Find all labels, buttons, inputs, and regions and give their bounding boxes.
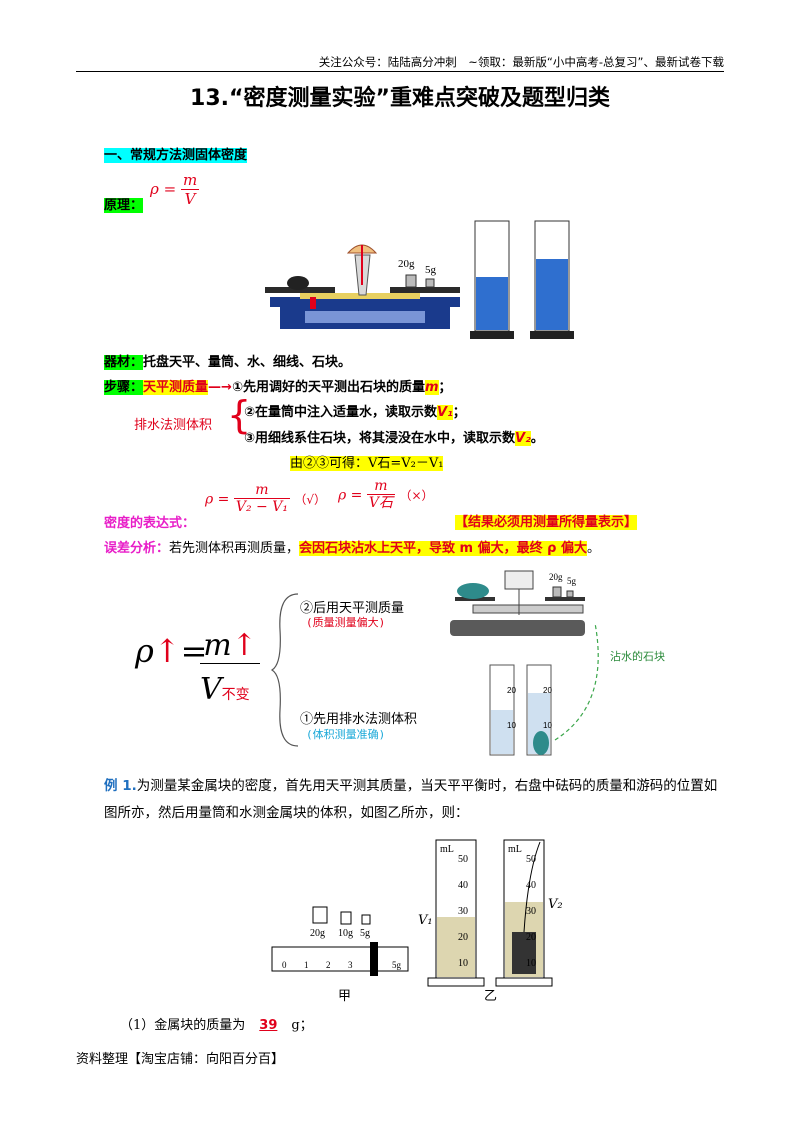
- cylinder-tick-label: 10: [526, 958, 536, 969]
- cylinder-tick-label: 30: [526, 906, 536, 917]
- cylinder-2-illustration: [530, 220, 574, 339]
- analysis-denominator: V不变: [200, 672, 250, 707]
- weight-label-20g: 20g: [398, 258, 415, 270]
- cylinder-v2-illustration: [495, 839, 553, 987]
- cylinder-unit-label: mL: [440, 844, 454, 855]
- weight-5g: 5g: [360, 928, 370, 939]
- step2: ②在量筒中注入适量水，读取示数V₁；: [244, 405, 466, 420]
- step3: ③用细线系住石块，将其浸没在水中，读取示数V₂。: [244, 431, 544, 446]
- stone-icon: [287, 276, 309, 290]
- cylinder-tick-label: 40: [526, 880, 536, 891]
- cylinder-tick-label: 20: [458, 932, 468, 943]
- cyl3-tick-10: 10: [507, 721, 516, 730]
- wet-stone-label: 沾水的石块: [610, 650, 665, 663]
- scale-tick-label: 2: [326, 960, 331, 970]
- scale-tick-label: 0: [282, 960, 287, 970]
- cylinder-v1-illustration: [427, 839, 485, 987]
- answer-1: 39: [259, 1018, 278, 1033]
- derive-volume: 由②③可得：V石=V₂－V₁: [290, 456, 444, 471]
- scale-tick-label: 4: [370, 960, 375, 970]
- figure-label-yi: 乙: [484, 989, 497, 1004]
- cylinder-1-illustration: [470, 220, 514, 339]
- header-divider: [76, 71, 724, 72]
- v2-label: V₂: [548, 897, 563, 912]
- analysis-item1: ①先用排水法测体积: [300, 712, 418, 727]
- wet-stone-icon: [457, 583, 489, 599]
- volume-method-label: 排水法测体积: [134, 418, 213, 433]
- principle-formula: ρ = m V: [150, 171, 200, 208]
- cylinder-tick-label: 50: [526, 854, 536, 865]
- footer-note: 资料整理【淘宝店铺：向阳百分百】: [76, 1052, 285, 1067]
- weight-20g: 20g: [310, 928, 325, 939]
- analysis-formula: ρ↑=: [135, 632, 208, 670]
- analysis-brace: [270, 593, 299, 747]
- expression-note: 【结果必须用测量所得量表示】: [455, 515, 638, 530]
- weight-label-2-20g: 20g: [549, 572, 563, 582]
- equipment-row: 器材：托盘天平、量筒、水、细线、石块。: [104, 355, 352, 370]
- analysis-item2: ②后用天平测质量: [300, 601, 405, 616]
- cyl4-tick-10: 10: [543, 721, 552, 730]
- weight-label-2-5g: 5g: [567, 576, 577, 586]
- weight-label-5g: 5g: [425, 264, 437, 276]
- analysis-item2-note: (质量测量偏大): [306, 616, 386, 629]
- weights-illustration: [312, 906, 371, 925]
- steps-row: 步骤：天平测质量—→①先用调好的天平测出石块的质量m；: [104, 380, 452, 395]
- scale-tick-label: 3: [348, 960, 353, 970]
- cylinder-tick-label: 30: [458, 906, 468, 917]
- cyl4-tick-20: 20: [543, 686, 552, 695]
- expression-wrong: ρ = m V石 （×）: [338, 478, 434, 512]
- balance-illustration-2: [450, 570, 585, 636]
- expression-label: 密度的表达式：: [104, 516, 196, 531]
- cylinder-unit-label: mL: [508, 844, 522, 855]
- cylinder-tick-label: 20: [526, 932, 536, 943]
- weight-10g: 10g: [338, 928, 353, 939]
- analysis-fraction: m↑: [200, 628, 260, 664]
- example1-figure: 20g 10g 5g 0 1 2 3 4 5g 甲 mL 50 40 30 20 10 mL 50 40 3…: [271, 839, 563, 1004]
- example1-text: 例 1.为测量某金属块的密度，首先用天平测其质量，当天平平衡时，右盘中砝码的质量…: [104, 778, 718, 821]
- cylinder-tick-label: 40: [458, 880, 468, 891]
- brace: {: [227, 393, 252, 437]
- v1-label: V₁: [418, 913, 433, 928]
- wet-stone-figure: 20g 5g 20 10 20 10: [450, 570, 599, 756]
- error-analysis: 误差分析：若先测体积再测质量，会因石块沾水上天平，导致 m 偏大，最终 ρ 偏大…: [104, 541, 601, 556]
- cyl3-tick-20: 20: [507, 686, 516, 695]
- figure-label-jia: 甲: [338, 989, 351, 1004]
- section-heading: 一、常规方法测固体密度: [104, 144, 248, 163]
- scale-tick-label: 1: [304, 960, 309, 970]
- header-note: 关注公众号：陆陆高分冲刺 ~领取：最新版“小中高考-总复习”、最新试卷下载: [318, 55, 724, 69]
- cylinder-tick-label: 50: [458, 854, 468, 865]
- principle-label: 原理：: [104, 198, 144, 213]
- balance-and-cylinders-figure: 20g 5g: [265, 220, 574, 339]
- page-title: 13.“密度测量实验”重难点突破及题型归类: [190, 86, 610, 111]
- cylinder-4-illustration: [526, 664, 552, 756]
- cylinder-3-illustration: [489, 664, 515, 756]
- balance-illustration: [265, 244, 460, 329]
- cylinder-tick-label: 10: [458, 958, 468, 969]
- expression-correct: ρ = m V₂ − V₁ （√）: [205, 482, 327, 516]
- analysis-item1-note: (体积测量准确): [306, 728, 386, 741]
- section-heading-text: 一、常规方法测固体密度: [104, 148, 248, 163]
- rider-scale: [271, 942, 409, 976]
- scale-tick-label: 5g: [392, 960, 402, 970]
